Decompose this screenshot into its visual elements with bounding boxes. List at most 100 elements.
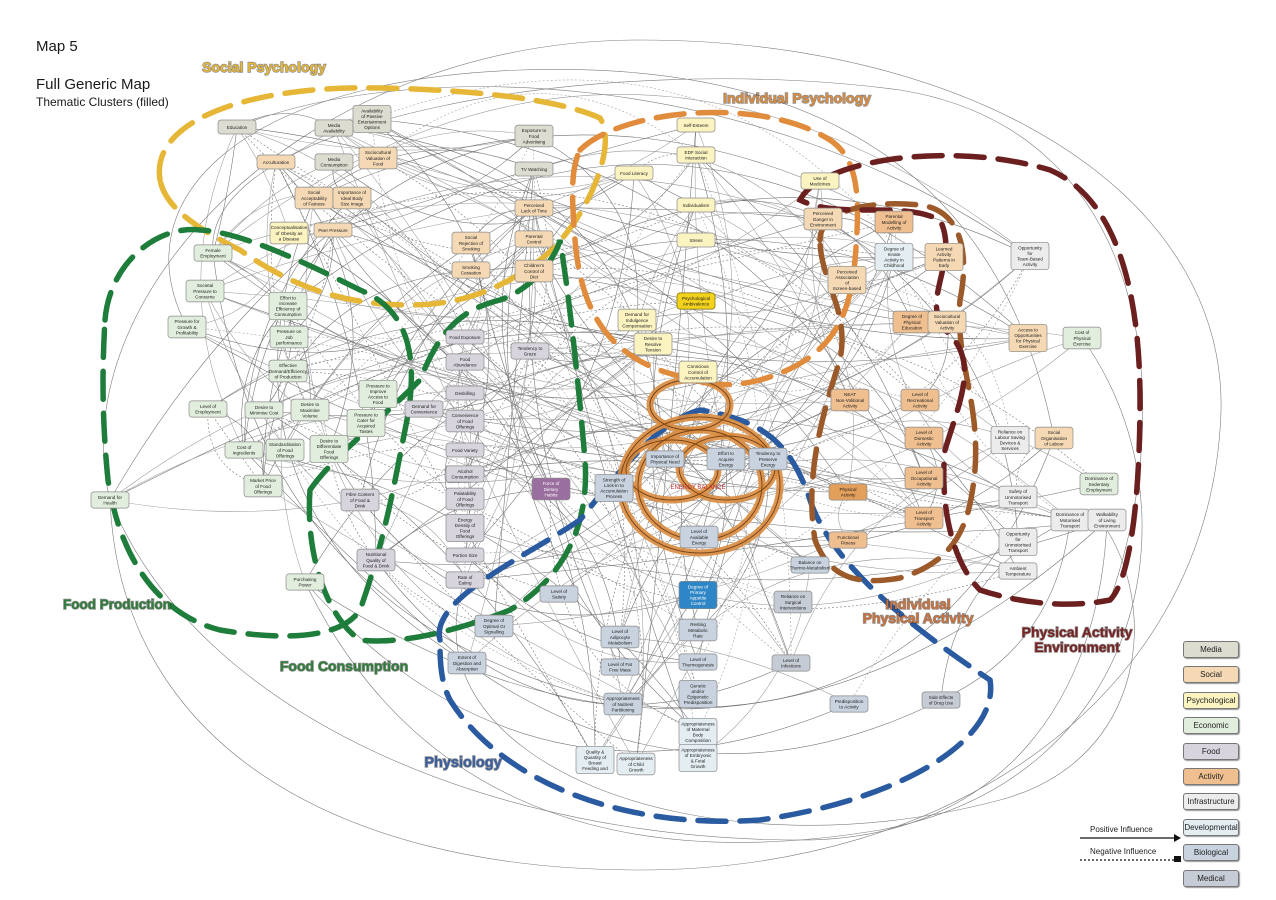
factor-node[interactable]: Peer Pressure xyxy=(314,223,352,237)
factor-node[interactable]: Portion Size xyxy=(446,548,484,562)
factor-node[interactable]: Food Variety xyxy=(446,443,484,457)
factor-node[interactable]: Self-Esteem xyxy=(677,118,715,132)
factor-node[interactable]: Individualism xyxy=(677,198,715,212)
factor-node[interactable]: Acculturation xyxy=(257,155,295,169)
factor-node[interactable]: Food Literacy xyxy=(615,166,653,180)
factor-node[interactable]: Food Exposure xyxy=(446,330,484,344)
factor-node[interactable]: Deskilling xyxy=(446,386,484,400)
factor-node[interactable]: Stress xyxy=(677,233,715,247)
